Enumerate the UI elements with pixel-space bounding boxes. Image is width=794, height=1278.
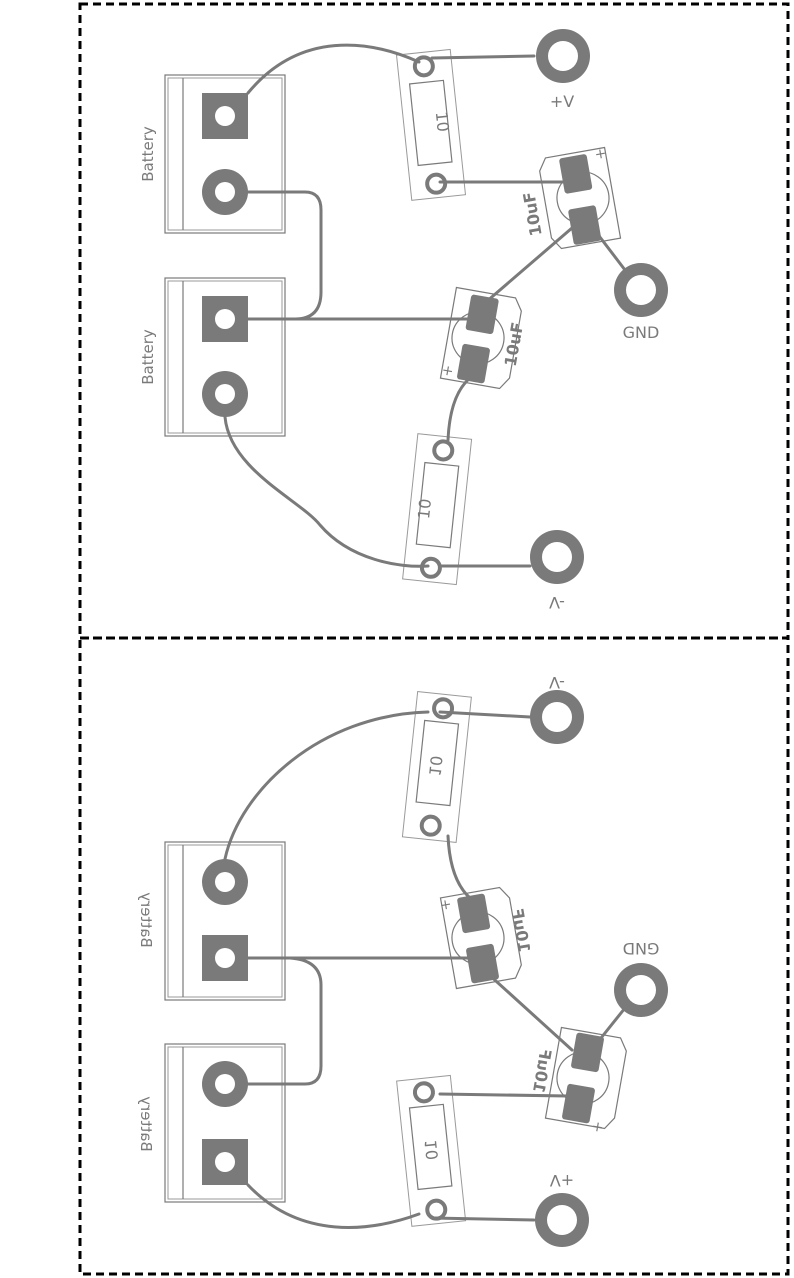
top-resistor-1: 10: [395, 48, 467, 201]
bottom-terminal-gnd: GND: [614, 939, 668, 1017]
top-capacitor-1-value: 10uF: [519, 190, 545, 237]
bottom-trace-8: [438, 1092, 570, 1098]
bottom-trace-9: [246, 1183, 421, 1229]
bottom-board-outline: [78, 636, 790, 1276]
bottom-battery-connector-1: Battery: [137, 841, 286, 1001]
bottom-trace-2: [438, 710, 532, 719]
top-terminal-gnd-label: GND: [623, 323, 660, 342]
svg-text:+: +: [438, 896, 452, 914]
svg-text:+: +: [440, 362, 454, 380]
top-terminal-pos-label: +V: [550, 92, 574, 111]
bottom-capacitor-2: + 10uF: [529, 1026, 627, 1136]
bottom-trace-1: [223, 710, 430, 861]
bottom-terminal-gnd-label: GND: [623, 939, 660, 958]
top-battery-connector-2: Battery: [139, 277, 286, 437]
bottom-capacitor-1-value: 10uF: [508, 907, 534, 954]
bottom-battery-2-label: Battery: [137, 1096, 155, 1152]
top-trace-6: [484, 226, 574, 304]
top-board: Battery Battery 10 10: [139, 29, 668, 612]
bottom-trace-10: [430, 1216, 536, 1222]
top-board-outline: [78, 2, 790, 640]
svg-text:+: +: [590, 1118, 604, 1136]
top-trace-1: [246, 43, 421, 95]
svg-text:+: +: [593, 145, 607, 163]
top-capacitor-2: + 10uF: [439, 286, 527, 390]
top-capacitor-2-value: 10uF: [501, 321, 527, 368]
top-battery-2-label: Battery: [139, 329, 157, 385]
top-trace-7: [591, 226, 627, 272]
top-resistor-1-value: 10: [432, 111, 453, 133]
top-terminal-gnd: GND: [614, 263, 668, 342]
bottom-terminal-neg-label: -V: [549, 673, 565, 692]
bottom-resistor-1: 10: [401, 691, 472, 843]
bottom-terminal-pos: +V: [535, 1171, 589, 1247]
top-battery-connector-1: Battery: [139, 74, 286, 234]
bottom-trace-6: [484, 970, 574, 1052]
top-terminal-neg-label: -V: [549, 593, 565, 612]
top-trace-8: [446, 376, 472, 442]
bottom-battery-1-label: Battery: [137, 892, 155, 948]
bottom-terminal-neg: -V: [530, 673, 584, 744]
top-terminal-pos: +V: [536, 29, 590, 111]
bottom-board: Battery Battery 10 10: [137, 673, 668, 1247]
bottom-trace-3: [446, 834, 472, 900]
bottom-resistor-2: 10: [396, 1074, 467, 1227]
top-capacitor-1: + 10uF: [519, 145, 622, 250]
bottom-trace-5: [246, 956, 323, 1086]
bottom-battery-connector-2: Battery: [137, 1043, 286, 1203]
top-trace-9: [223, 415, 430, 568]
bottom-resistor-1-value: 10: [425, 755, 446, 777]
bottom-resistor-2-value: 10: [421, 1139, 442, 1161]
top-terminal-neg: -V: [530, 530, 584, 612]
top-battery-1-label: Battery: [139, 126, 157, 182]
bottom-trace-7: [591, 1006, 627, 1050]
top-resistor-2: 10: [402, 433, 473, 586]
top-trace-2: [430, 54, 536, 60]
top-resistor-2-value: 10: [414, 498, 435, 520]
bottom-terminal-pos-label: +V: [550, 1171, 574, 1190]
